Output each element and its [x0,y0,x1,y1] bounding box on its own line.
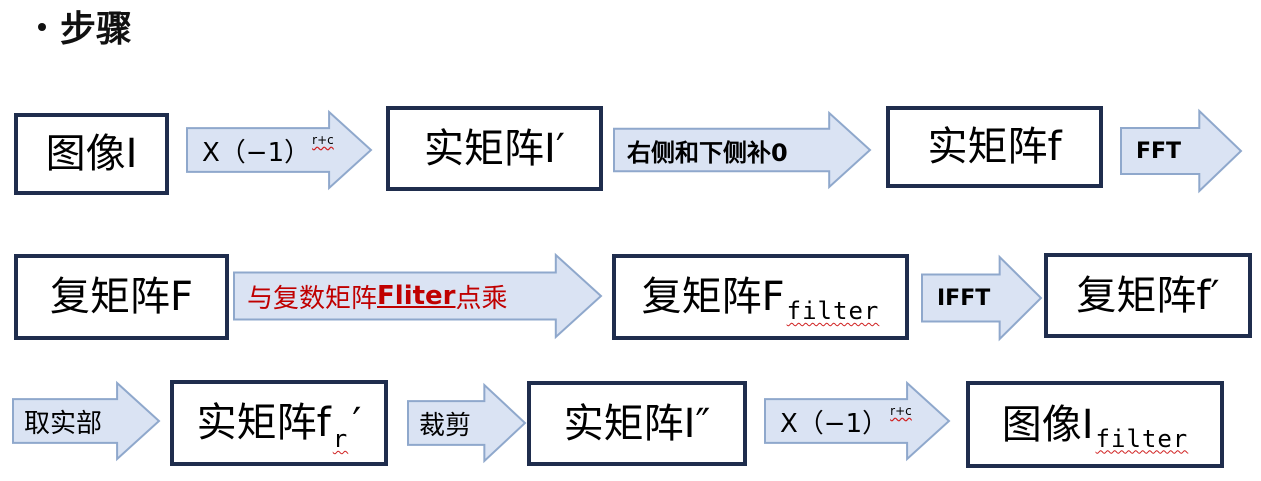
box-complex-matrix-F: 复矩阵F [14,254,229,340]
arrow-zero-pad-label: 右侧和下侧补0 [627,138,788,167]
bullet-dot [38,23,46,31]
arrow-crop-label: 裁剪 [419,410,472,441]
box-complex-matrix-F-label: 复矩阵F [49,274,193,320]
block-arrow-path [1120,108,1243,194]
box-real-matrix-f-label: 实矩阵f [927,124,1062,170]
arrow-zero-pad: 右侧和下侧补0 [613,110,872,190]
block-arrow-path [12,380,161,462]
block-arrow-shape [12,380,161,462]
arrow-ifft-label: IFFT [937,285,991,311]
block-arrow-shape [233,252,603,340]
box-real-matrix-i-double-prime: 实矩阵I″ [527,381,747,466]
box-real-matrix-f: 实矩阵f [886,106,1103,188]
arrow-multiply-sign: X（−1）r+c [186,109,373,191]
box-complex-matrix-F-filter-main: 复矩阵F [641,274,785,320]
box-real-matrix-i-prime: 实矩阵I′ [386,106,603,191]
arrow-multiply-sign-2: X（−1）r+c [764,380,951,462]
arrow-ifft: IFFT [921,254,1043,342]
block-arrow-path [613,110,872,190]
box-real-matrix-fr-prime-prime: ′ [352,400,362,446]
arrow-take-real: 取实部 [12,380,161,462]
box-image-i-label: 图像I [45,131,138,177]
block-arrow-path [233,252,603,340]
box-real-matrix-fr-prime-main: 实矩阵f [196,400,331,446]
box-complex-matrix-f-prime-label: 复矩阵f′ [1076,272,1220,319]
box-image-i-filter-main: 图像I [1001,401,1094,448]
arrow-crop: 裁剪 [407,382,527,464]
arrow-fft-label: FFT [1136,138,1182,164]
block-arrow-shape [407,382,527,464]
block-arrow-shape [1120,108,1243,194]
box-real-matrix-fr-prime-sub: r [332,425,349,453]
arrow-multiply-sign-2-label: X（−1）r+c [780,404,912,439]
page-title: 步骤 [38,0,132,52]
box-real-matrix-i-double-prime-label: 实矩阵I″ [563,400,711,447]
box-real-matrix-i-prime-label: 实矩阵I′ [424,125,565,172]
arrow-take-real-label: 取实部 [24,408,103,439]
title-text: 步骤 [60,9,133,50]
arrow-fft: FFT [1120,108,1243,194]
box-complex-matrix-f-prime: 复矩阵f′ [1044,253,1252,338]
block-arrow-path [407,382,527,464]
block-arrow-shape [186,109,373,191]
block-arrow-shape [921,254,1043,342]
box-image-i-filter-sub: filter [1095,424,1189,453]
block-arrow-path [921,254,1043,342]
box-image-i: 图像I [14,113,169,195]
box-complex-matrix-F-filter-sub: filter [786,297,880,325]
arrow-multiply-sign-label: X（−1）r+c [202,133,334,168]
block-arrow-shape [613,110,872,190]
block-arrow-shape [764,380,951,462]
block-arrow-path [186,109,373,191]
block-arrow-path [764,380,951,462]
